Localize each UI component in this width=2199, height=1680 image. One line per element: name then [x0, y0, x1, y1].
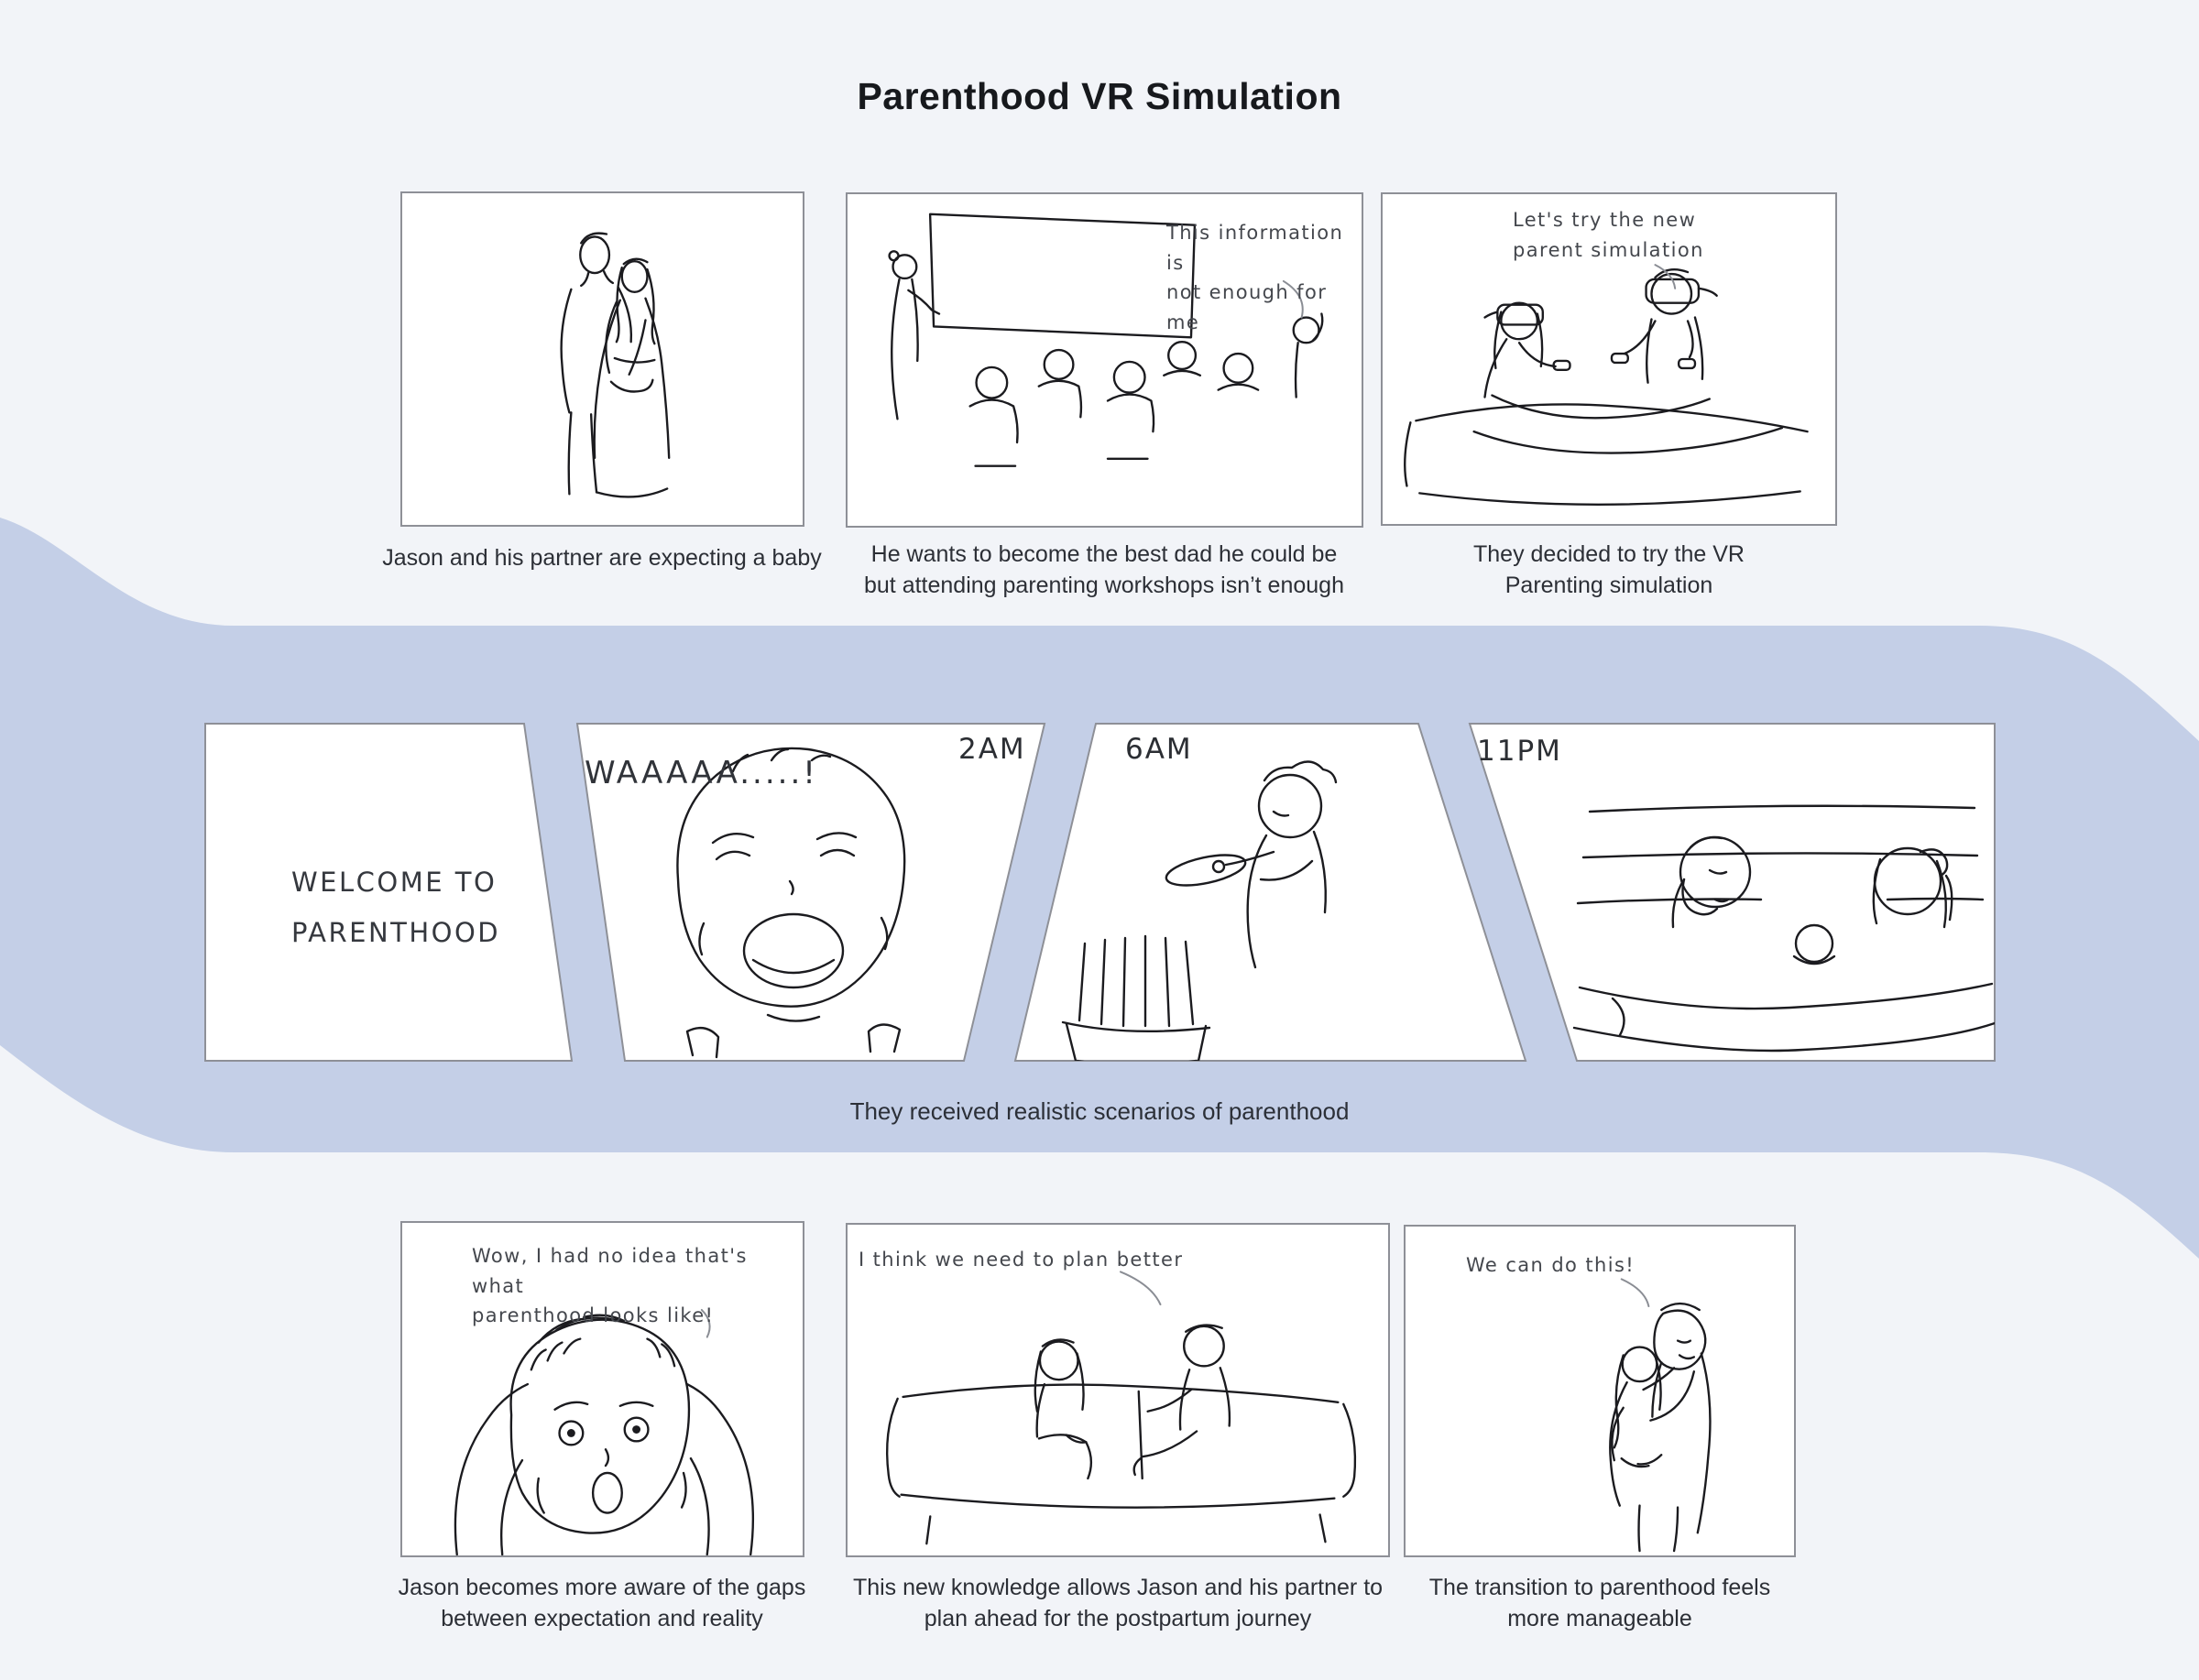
bubble-line: not enough for me: [1166, 281, 1328, 333]
welcome-line: WELCOME TO: [291, 867, 498, 898]
bubble-line: Wow, I had no idea that's what: [472, 1245, 748, 1297]
panel-exhausted-night: [1468, 723, 1996, 1062]
bubble-line: parenthood looks like!: [472, 1304, 715, 1327]
bubble-line: parent simulation: [1513, 238, 1704, 261]
caption-vr-couch: They decided to try the VR Parenting sim…: [1334, 539, 1884, 601]
confident-speech-bubble: We can do this!: [1466, 1250, 1635, 1281]
shocked-jason-sketch: [454, 1308, 755, 1555]
shocked-speech-bubble: Wow, I had no idea that's what parenthoo…: [472, 1241, 803, 1331]
caption-line: This new knowledge allows Jason and his …: [852, 1575, 1384, 1600]
caption-line: They decided to try the VR: [1473, 541, 1745, 567]
panel-parenting-workshop: This information is not enough for me: [846, 192, 1363, 528]
panel-welcome: [204, 723, 574, 1062]
bubble-line: We can do this!: [1466, 1254, 1636, 1276]
panel-shocked-jason: Wow, I had no idea that's what parenthoo…: [400, 1221, 804, 1557]
panel-vr-couch: Let's try the new parent simulation: [1381, 192, 1837, 526]
panel-couple-planning: I think we need to plan better: [846, 1223, 1390, 1557]
panel-crying-baby: [575, 723, 1046, 1062]
bubble-line: This information is: [1166, 222, 1344, 274]
caption-middle-band: They received realistic scenarios of par…: [825, 1096, 1374, 1128]
caption-line: Jason and his partner are expecting a ba…: [382, 545, 822, 571]
panel-expecting-couple: [400, 191, 804, 527]
welcome-line: PARENTHOOD: [291, 917, 501, 949]
caption-expecting-couple: Jason and his partner are expecting a ba…: [327, 542, 877, 573]
parenting-workshop-sketch: [888, 213, 1324, 467]
workshop-speech-bubble: This information is not enough for me: [1166, 218, 1362, 337]
time-2am: 2AM: [958, 733, 1026, 766]
bubble-line: Let's try the new: [1513, 209, 1697, 231]
caption-line: between expectation and reality: [441, 1606, 763, 1631]
page-title: Parenthood VR Simulation: [857, 75, 1342, 117]
caption-shocked-jason: Jason becomes more aware of the gaps bet…: [327, 1572, 877, 1634]
panel-morning-chores: [1013, 723, 1527, 1062]
exhausted-night-sketch: [1572, 804, 1995, 1053]
caption-line: The transition to parenthood feels: [1428, 1575, 1771, 1600]
caption-line: Jason becomes more aware of the gaps: [398, 1575, 806, 1600]
expecting-couple-sketch: [560, 232, 671, 498]
couple-planning-sketch: [885, 1271, 1357, 1545]
morning-chores-sketch: [1061, 760, 1338, 1061]
welcome-text: WELCOME TO PARENTHOOD: [291, 857, 500, 958]
caption-line: Parenting simulation: [1504, 573, 1713, 598]
caption-line: They received realistic scenarios of par…: [849, 1097, 1350, 1125]
vr-couch-sketch: [1404, 264, 1809, 506]
planning-speech-bubble: I think we need to plan better: [859, 1245, 1183, 1275]
confident-couple-sketch: [1609, 1278, 1712, 1553]
caption-line: more manageable: [1507, 1606, 1692, 1631]
caption-line: He wants to become the best dad he could…: [870, 541, 1338, 567]
panel-confident-couple: We can do this!: [1404, 1225, 1796, 1557]
bubble-line: I think we need to plan better: [859, 1249, 1184, 1271]
caption-line: but attending parenting workshops isn’t …: [864, 573, 1344, 598]
baby-cry-text: WAAAAA.....!: [585, 755, 818, 791]
caption-line: plan ahead for the postpartum journey: [924, 1606, 1312, 1631]
caption-confident-couple: The transition to parenthood feels more …: [1325, 1572, 1875, 1634]
vr-speech-bubble: Let's try the new parent simulation: [1513, 205, 1704, 265]
caption-couple-planning: This new knowledge allows Jason and his …: [843, 1572, 1393, 1634]
time-11pm: 11PM: [1477, 735, 1562, 768]
caption-parenting-workshop: He wants to become the best dad he could…: [829, 539, 1379, 601]
time-6am: 6AM: [1125, 733, 1193, 766]
crying-baby-sketch: [676, 747, 906, 1059]
